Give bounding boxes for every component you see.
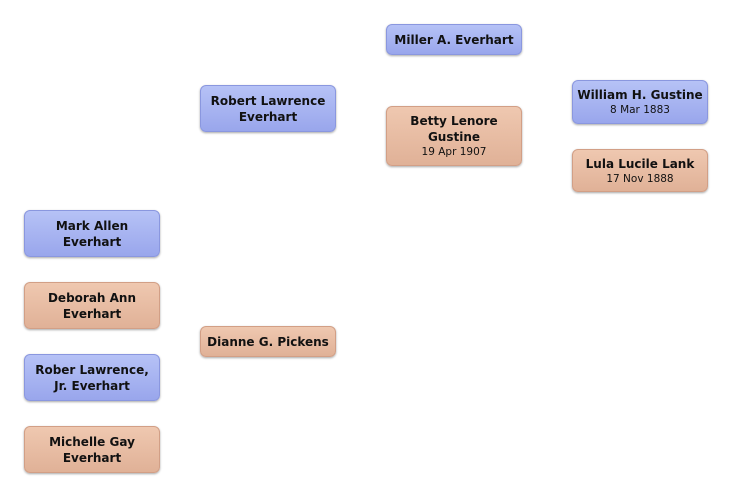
person-name: Robert Lawrence Everhart bbox=[210, 93, 326, 124]
person-card-lula-lucile-lank[interactable]: Lula Lucile Lank 17 Nov 1888 bbox=[572, 149, 708, 192]
person-card-betty-lenore-gustine[interactable]: Betty Lenore Gustine 19 Apr 1907 bbox=[386, 106, 522, 166]
birth-date: 17 Nov 1888 bbox=[606, 172, 674, 185]
person-name: Mark Allen Everhart bbox=[55, 218, 129, 249]
person-name: Dianne G. Pickens bbox=[207, 334, 329, 349]
person-card-deborah-ann-everhart[interactable]: Deborah Ann Everhart bbox=[24, 282, 160, 329]
person-name: Michelle Gay Everhart bbox=[49, 434, 135, 465]
person-card-michelle-gay-everhart[interactable]: Michelle Gay Everhart bbox=[24, 426, 160, 473]
person-card-mark-allen-everhart[interactable]: Mark Allen Everhart bbox=[24, 210, 160, 257]
person-card-robert-lawrence-everhart[interactable]: Robert Lawrence Everhart bbox=[200, 85, 336, 132]
birth-date: 19 Apr 1907 bbox=[421, 146, 487, 158]
person-name: Lula Lucile Lank bbox=[585, 156, 695, 171]
person-card-miller-a-everhart[interactable]: Miller A. Everhart bbox=[386, 24, 522, 55]
person-card-william-h-gustine[interactable]: William H. Gustine 8 Mar 1883 bbox=[572, 80, 708, 124]
person-name: Betty Lenore Gustine bbox=[410, 114, 498, 144]
person-card-dianne-g-pickens[interactable]: Dianne G. Pickens bbox=[200, 326, 336, 357]
person-name: Miller A. Everhart bbox=[394, 32, 514, 47]
person-name: William H. Gustine bbox=[577, 88, 703, 102]
person-name: Rober Lawrence, Jr. Everhart bbox=[35, 362, 149, 393]
person-name: Deborah Ann Everhart bbox=[47, 290, 137, 321]
person-card-rober-lawrence-jr-everhart[interactable]: Rober Lawrence, Jr. Everhart bbox=[24, 354, 160, 401]
birth-date: 8 Mar 1883 bbox=[610, 104, 670, 116]
